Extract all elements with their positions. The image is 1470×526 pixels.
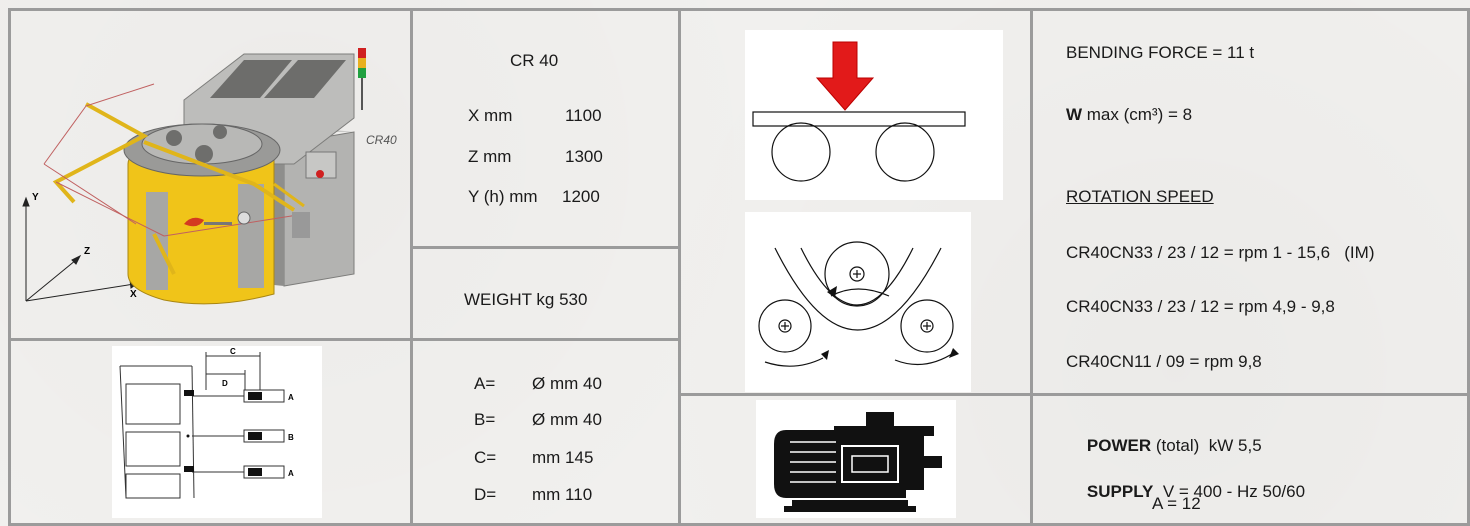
supply-amps: A = 12	[1152, 494, 1201, 513]
axes-icon	[22, 196, 140, 302]
motor-icon	[756, 400, 956, 518]
y-value: 1200	[562, 187, 600, 206]
dimensions-cell	[410, 8, 681, 249]
weight-label: WEIGHT kg 530	[464, 290, 588, 309]
dim-c-label: C	[230, 347, 236, 356]
power-bold: POWER	[1086, 436, 1152, 455]
x-value: 1100	[565, 106, 602, 125]
axis-x-label: X	[130, 289, 137, 300]
dim-d-label: D	[222, 379, 228, 388]
dim-row-c-value: mm 145	[532, 448, 594, 467]
supply-line: SUPPLY V = 400 - Hz 50/60	[1068, 462, 1305, 522]
dim-a-bottom-label: A	[288, 469, 294, 478]
power-line: POWER (total) kW 5,5	[1068, 416, 1262, 476]
axis-z-label: Z	[84, 246, 90, 257]
z-label: Z mm	[468, 147, 512, 166]
y-label: Y (h) mm	[468, 187, 538, 206]
wmax-line: W max (cm³) = 8	[1066, 105, 1192, 125]
bending-force: BENDING FORCE = 11 t	[1066, 43, 1255, 62]
rotation-line-2: CR40CN33 / 23 / 12 = rpm 4,9 - 9,8	[1066, 297, 1335, 316]
bending-force-diagram	[745, 30, 1003, 200]
machine-illustration: Y Z X CR40	[22, 48, 397, 305]
z-value: 1300	[565, 147, 603, 166]
power-cell	[1030, 393, 1470, 526]
dim-row-b-value: Ø mm 40	[532, 410, 602, 429]
dim-a-top-label: A	[288, 393, 294, 402]
dim-row-a-key: A=	[474, 374, 496, 393]
rotation-line-1: CR40CN33 / 23 / 12 = rpm 1 - 15,6 (IM)	[1066, 243, 1375, 262]
axis-y-label: Y	[32, 192, 39, 203]
dim-row-b-key: B=	[474, 410, 496, 429]
machine-label: CR40	[366, 133, 397, 147]
model-name: CR 40	[510, 51, 559, 70]
dim-row-c-key: C=	[474, 448, 497, 467]
dim-row-d-key: D=	[474, 485, 497, 504]
power-rest: (total) kW 5,5	[1151, 436, 1262, 455]
wmax-bold: W	[1066, 105, 1083, 124]
wmax-rest: max (cm³) = 8	[1082, 105, 1193, 124]
x-label: X mm	[468, 106, 513, 125]
dim-b-label: B	[288, 433, 294, 442]
force-arrow-icon	[815, 41, 875, 111]
dim-row-a-value: Ø mm 40	[532, 374, 602, 393]
supply-rest: V = 400 - Hz 50/60	[1153, 482, 1306, 501]
dim-row-d-value: mm 110	[532, 485, 593, 504]
rotation-speed-title: ROTATION SPEED	[1066, 187, 1214, 206]
rotation-line-3: CR40CN11 / 09 = rpm 9,8	[1066, 352, 1262, 371]
supply-bold: SUPPLY	[1086, 482, 1154, 501]
roll-bending-diagram	[745, 212, 971, 392]
tooling-diagram: C D A B A	[112, 346, 322, 518]
